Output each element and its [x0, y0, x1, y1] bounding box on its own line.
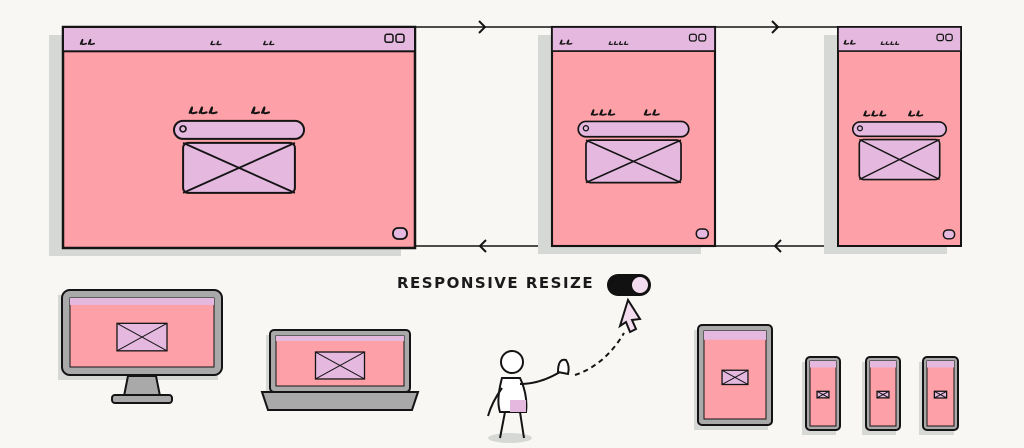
search-input — [173, 119, 305, 140]
toggle-knob — [630, 275, 650, 295]
tablet — [694, 324, 773, 430]
chat-bubble-icon — [942, 229, 956, 240]
tab-text — [880, 41, 900, 45]
mobile-window — [824, 26, 962, 254]
chat-bubble-icon — [695, 228, 709, 240]
heading-text — [908, 110, 924, 117]
device-title-bar — [70, 298, 214, 305]
search-icon — [582, 124, 590, 132]
phone — [862, 356, 901, 435]
image-placeholder-cross — [116, 322, 168, 352]
arrow-right-icon — [771, 20, 780, 34]
arrow-right-icon — [478, 20, 487, 34]
heading-text — [251, 106, 270, 115]
title-bar-text — [559, 39, 573, 45]
image-placeholder-cross — [721, 369, 749, 385]
tab-text — [263, 40, 275, 46]
window-control-icon — [384, 33, 394, 44]
search-input — [851, 121, 948, 138]
image-placeholder-cross — [315, 351, 365, 380]
device-title-bar — [927, 361, 954, 368]
laptop-keyboard — [260, 391, 420, 411]
title-bar — [62, 26, 416, 53]
heading-text — [643, 109, 660, 116]
search-icon — [179, 125, 187, 133]
window-control-icon — [698, 33, 707, 42]
device-title-bar — [276, 336, 404, 341]
device-title-bar — [810, 361, 836, 368]
desktop-window — [49, 25, 417, 256]
arrow-left-icon — [478, 239, 487, 253]
monitor-base — [111, 394, 173, 404]
resize-flow-lines — [415, 26, 838, 247]
heading-text — [863, 110, 887, 117]
title-bar — [551, 26, 716, 52]
phone — [919, 356, 959, 435]
window-control-icon — [688, 33, 697, 42]
laptop — [260, 329, 420, 411]
title-bar — [837, 26, 962, 52]
image-placeholder-cross — [182, 142, 296, 194]
device-title-bar — [870, 361, 896, 368]
person-head — [500, 350, 524, 374]
search-input — [577, 120, 690, 138]
window-control-icon — [945, 33, 953, 42]
image-placeholder-cross — [934, 390, 947, 399]
image-placeholder-cross — [816, 390, 830, 399]
chat-bubble-icon — [392, 227, 408, 240]
image-placeholder-cross — [858, 138, 941, 181]
desktop-monitor — [58, 289, 223, 404]
tablet-window — [538, 25, 717, 254]
image-placeholder-cross — [585, 139, 682, 184]
person-limbs — [487, 371, 561, 439]
search-icon — [856, 125, 863, 132]
tab-text — [210, 40, 222, 46]
cursor-arrow-icon — [618, 297, 642, 334]
person-figure — [487, 350, 570, 443]
person-shorts — [510, 400, 526, 412]
phone — [802, 356, 841, 435]
tab-text — [608, 41, 629, 46]
responsive-resize-label: RESPONSIVE RESIZE — [397, 274, 595, 292]
monitor-stand — [122, 375, 162, 397]
window-control-icon — [395, 33, 405, 44]
gesture-path — [574, 332, 625, 376]
heading-text — [590, 109, 616, 116]
window-control-icon — [936, 33, 945, 42]
heading-text — [188, 106, 218, 115]
person-shadow — [488, 433, 532, 443]
image-placeholder-cross — [876, 390, 890, 399]
device-title-bar — [704, 331, 766, 340]
title-bar-text — [79, 38, 95, 46]
arrow-left-icon — [773, 239, 782, 253]
person-hand — [556, 358, 570, 376]
title-bar-text — [843, 39, 856, 45]
